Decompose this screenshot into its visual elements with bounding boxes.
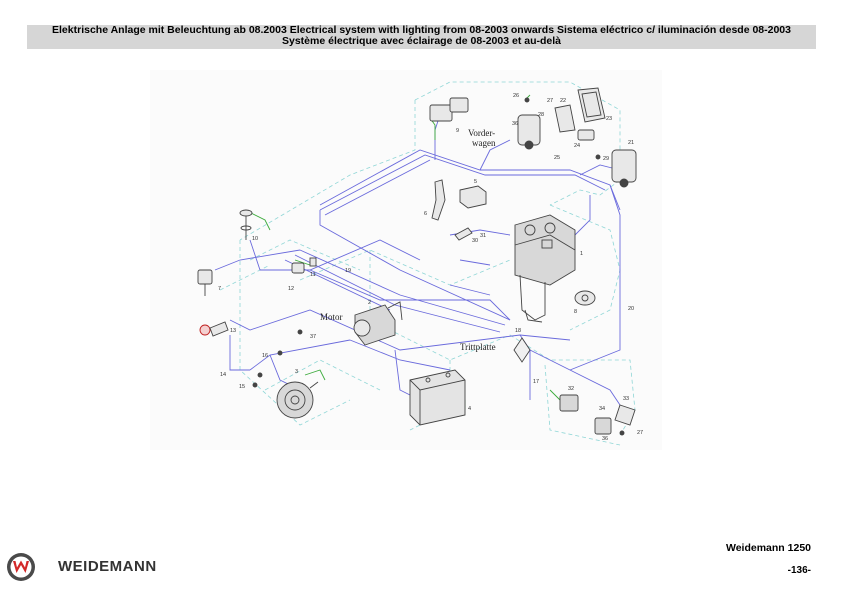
label-36b: 36 [602, 436, 608, 442]
label-14: 14 [220, 372, 226, 378]
label-4: 4 [468, 406, 471, 412]
model-name: Weidemann 1250 [725, 542, 811, 554]
label-20: 20 [628, 306, 634, 312]
label-30: 30 [472, 238, 478, 244]
label-9: 9 [456, 128, 459, 134]
part-32 [559, 394, 579, 412]
label-27b: 27 [637, 430, 643, 436]
label-21: 21 [628, 140, 634, 146]
label-13: 13 [230, 328, 236, 334]
part-34 [594, 417, 612, 435]
label-7: 7 [218, 286, 221, 292]
label-8: 8 [574, 309, 577, 315]
part-12 [291, 262, 305, 274]
page-title-bar: Elektrische Anlage mit Beleuchtung ab 08… [27, 25, 816, 49]
label-19: 19 [345, 268, 351, 274]
label-24: 24 [574, 143, 580, 149]
label-11: 11 [310, 272, 316, 278]
label-5: 5 [474, 179, 477, 185]
part-16 [277, 350, 283, 356]
part-2-starter [353, 301, 403, 346]
part-27b-bulb [619, 430, 625, 436]
part-6-lever [431, 179, 446, 221]
area-label-front: Vorder- [468, 128, 495, 138]
wiring-harness [214, 114, 631, 421]
part-13-coil [199, 321, 229, 337]
part-3-alternator [276, 381, 319, 419]
label-2: 2 [368, 300, 371, 306]
components [197, 87, 637, 436]
label-16: 16 [262, 353, 268, 359]
part-14 [257, 372, 263, 378]
label-3: 3 [295, 369, 298, 375]
part-10-sensor [239, 209, 253, 240]
label-29: 29 [603, 156, 609, 162]
label-22: 22 [560, 98, 566, 104]
page-title-line1: Elektrische Anlage mit Beleuchtung ab 08… [52, 24, 791, 36]
label-12: 12 [288, 286, 294, 292]
wiring-diagram: 1 2 3 4 5 6 7 8 9 10 11 12 13 14 15 16 1… [150, 70, 662, 450]
label-34: 34 [599, 406, 605, 412]
label-36: 36 [512, 121, 518, 127]
accent-wires [244, 94, 561, 410]
label-17: 17 [533, 379, 539, 385]
part-24 [577, 129, 595, 141]
part-4-battery [409, 369, 466, 426]
part-27-bulb [524, 97, 530, 103]
part-5-relay [459, 185, 487, 209]
label-6: 6 [424, 211, 427, 217]
label-25: 25 [554, 155, 560, 161]
part-22-lamp [554, 104, 576, 133]
label-33: 33 [623, 396, 629, 402]
wiring-diagram-svg: 1 2 3 4 5 6 7 8 9 10 11 12 13 14 15 16 1… [197, 81, 643, 446]
area-label-platform: Trittplatte [460, 342, 496, 352]
area-label-front2: wagen [472, 138, 496, 148]
area-label-motor: Motor [320, 312, 343, 322]
page-number: -136- [787, 565, 811, 576]
part-7-sender [197, 269, 213, 296]
part-number-labels: 1 2 3 4 5 6 7 8 9 10 11 12 13 14 15 16 1… [218, 93, 643, 442]
label-26: 26 [513, 93, 519, 99]
label-23: 23 [606, 116, 612, 122]
label-27: 27 [547, 98, 553, 104]
label-31: 31 [480, 233, 486, 239]
label-10: 10 [252, 236, 258, 242]
label-32: 32 [568, 386, 574, 392]
label-1: 1 [580, 251, 583, 257]
area-labels: Vorder- wagen Motor Trittplatte [320, 128, 496, 352]
part-21-headlight [611, 149, 637, 188]
part-8-horn [574, 290, 596, 306]
label-15: 15 [239, 384, 245, 390]
part-36-headlight [517, 114, 541, 150]
part-9-switch [429, 97, 469, 122]
part-37 [297, 329, 303, 335]
part-17-connector [513, 337, 531, 363]
brand-name: WEIDEMANN [58, 558, 157, 575]
label-37: 37 [310, 334, 316, 340]
label-18: 18 [515, 328, 521, 334]
part-29-bulb [595, 154, 601, 160]
label-28: 28 [538, 112, 544, 118]
page-title-line2: Système électrique avec éclairage de 08-… [282, 35, 561, 47]
part-15 [252, 382, 258, 388]
part-30-sensor [454, 227, 473, 241]
weidemann-logo-icon [7, 553, 35, 581]
part-23-lamp [577, 87, 606, 123]
part-11 [309, 257, 317, 267]
part-1-dashboard [514, 214, 576, 323]
part-33 [614, 404, 636, 426]
